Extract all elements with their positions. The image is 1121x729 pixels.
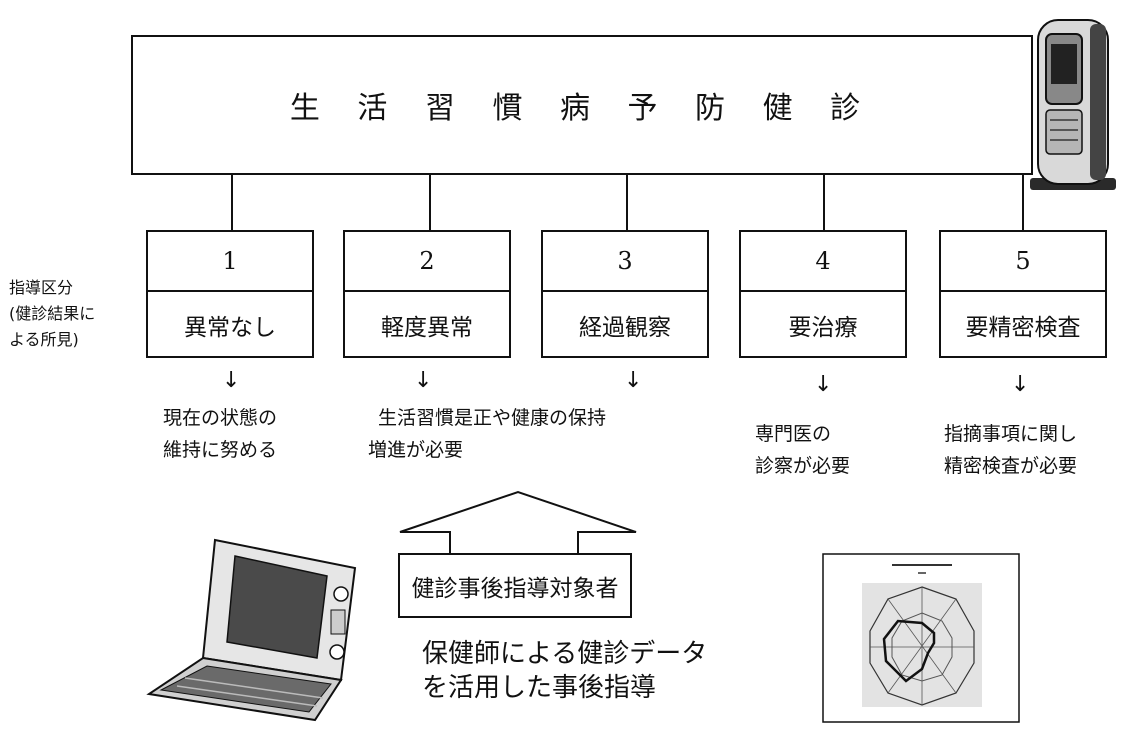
category-box-1: 1 異常なし <box>146 230 314 358</box>
down-arrow-3: ↓ <box>624 368 643 393</box>
category-label: 軽度異常 <box>381 315 473 341</box>
outcome-4: 専門医の 診察が必要 <box>755 418 905 482</box>
outcome-4-line-2: 診察が必要 <box>755 455 851 477</box>
target-person-box: 健診事後指導対象者 <box>398 553 632 618</box>
outcome-1-line-1: 現在の状態の <box>163 407 278 429</box>
title-box <box>131 35 1033 175</box>
side-label-line-1: 指導区分 <box>9 278 74 297</box>
down-arrow-1: ↓ <box>222 368 241 393</box>
down-arrow-2: ↓ <box>414 368 433 393</box>
outcome-5-line-2: 精密検査が必要 <box>944 455 1078 477</box>
health-check-device-icon <box>1030 19 1116 190</box>
laptop-icon <box>146 538 357 722</box>
outcome-2-3-line-1: 生活習慣是正や健康の保持 <box>378 407 607 429</box>
category-label: 要治療 <box>788 315 858 341</box>
outcome-1-line-2: 維持に努める <box>163 439 278 461</box>
category-label: 経過観察 <box>579 315 671 341</box>
category-box-2: 2 軽度異常 <box>343 230 511 358</box>
public-health-nurse-guidance-note: 保健師による健診データ を活用した事後指導 <box>422 637 752 705</box>
outcome-2-3: 生活習慣是正や健康の保持 増進が必要 <box>368 402 688 466</box>
outcome-2-3-line-2: 増進が必要 <box>368 439 464 461</box>
radar-chart-printout-icon <box>822 553 1020 723</box>
connector-line-4 <box>823 175 825 230</box>
category-box-3: 3 経過観察 <box>541 230 709 358</box>
connector-line-5 <box>1022 175 1024 230</box>
side-label-line-3: よる所見) <box>9 330 79 349</box>
side-label-line-2: (健診結果に <box>9 304 96 323</box>
connector-line-3 <box>626 175 628 230</box>
category-number: 1 <box>148 232 312 292</box>
category-number: 4 <box>741 232 905 292</box>
category-label: 異常なし <box>184 315 276 341</box>
diagram-title: 生 活 習 慣 病 予 防 健 診 <box>289 91 875 126</box>
down-arrow-4: ↓ <box>814 372 833 397</box>
category-number: 5 <box>941 232 1105 292</box>
connector-line-2 <box>429 175 431 230</box>
up-arrow-icon <box>399 490 637 559</box>
category-number: 3 <box>543 232 707 292</box>
outcome-4-line-1: 専門医の <box>755 423 832 445</box>
category-label: 要精密検査 <box>965 315 1081 341</box>
outcome-5: 指摘事項に関し 精密検査が必要 <box>944 418 1119 482</box>
category-number: 2 <box>345 232 509 292</box>
guidance-category-label: 指導区分 (健診結果に よる所見) <box>9 275 144 353</box>
note-line-1: 保健師による健診データ <box>422 639 708 669</box>
outcome-1: 現在の状態の 維持に努める <box>163 402 333 466</box>
connector-line-1 <box>231 175 233 230</box>
outcome-5-line-1: 指摘事項に関し <box>944 423 1078 445</box>
category-box-4: 4 要治療 <box>739 230 907 358</box>
note-line-2: を活用した事後指導 <box>422 673 657 703</box>
down-arrow-5: ↓ <box>1011 372 1030 397</box>
category-box-5: 5 要精密検査 <box>939 230 1107 358</box>
